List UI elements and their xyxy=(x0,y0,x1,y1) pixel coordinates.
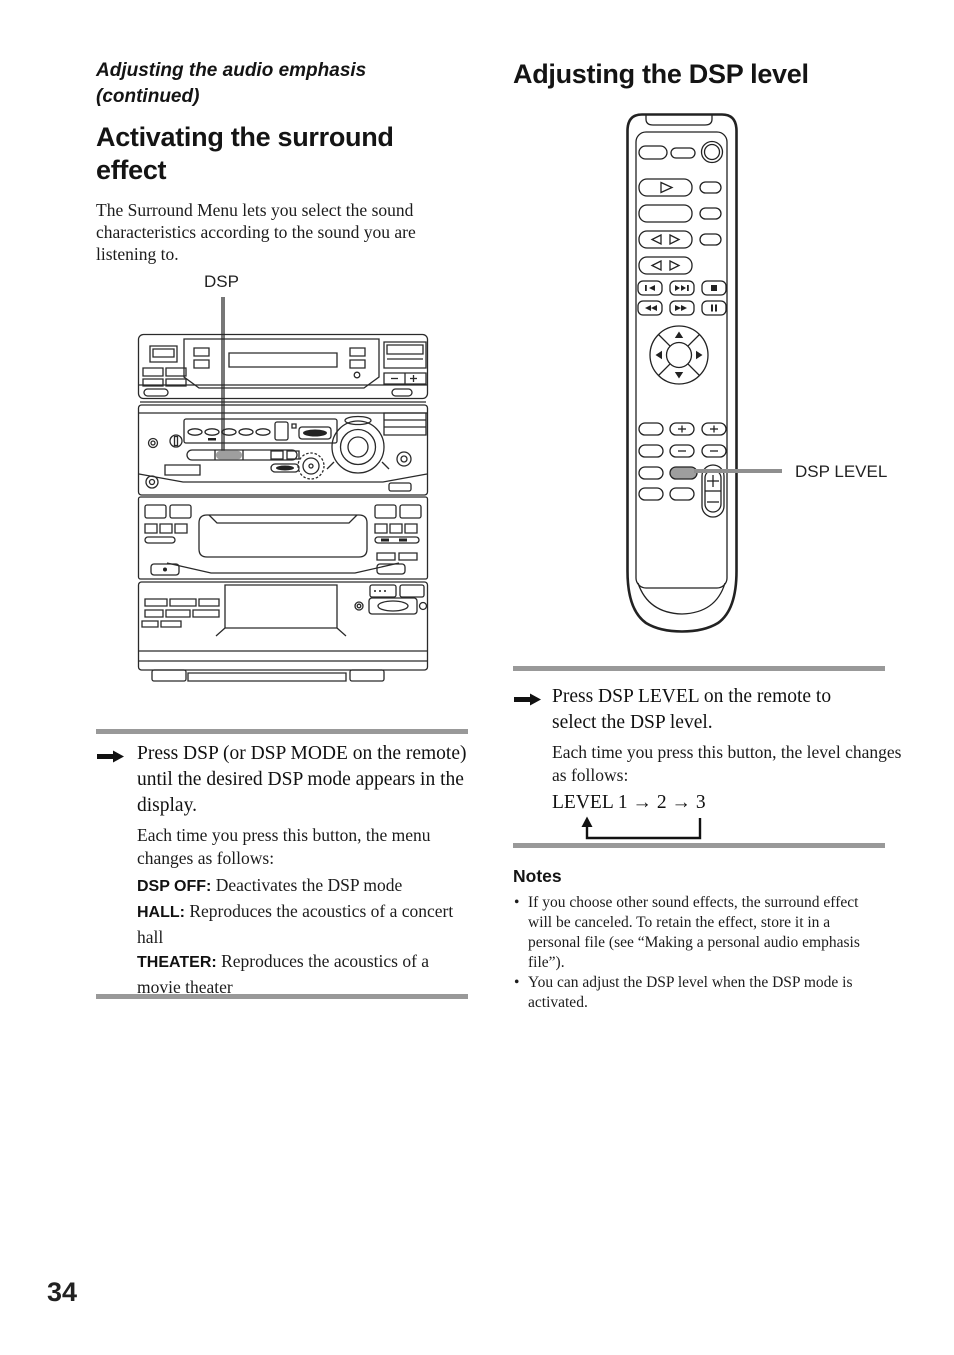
dsp-level-button xyxy=(670,467,697,479)
dpad-left-icon xyxy=(655,350,662,360)
dsp-level-callout-label: DSP LEVEL xyxy=(795,462,888,481)
volume-knob xyxy=(332,421,384,473)
tuning-button xyxy=(639,257,692,274)
right-step-instruction: Press DSP LEVEL on the remote to select … xyxy=(552,686,832,733)
dsp-level-callout-line xyxy=(694,469,782,473)
left-step: Press DSP (or DSP MODE on the remote) un… xyxy=(96,741,468,999)
cassette-door xyxy=(199,515,367,557)
remote-button xyxy=(700,234,721,245)
minus-button xyxy=(670,445,694,457)
mode-hall-desc: Reproduces the acoustics of a concert ha… xyxy=(137,901,454,947)
remote-panel xyxy=(636,132,727,588)
note-item: You can adjust the DSP level when the DS… xyxy=(513,973,881,1013)
tuning-button xyxy=(639,231,692,248)
pause-button xyxy=(702,301,726,315)
stop-button xyxy=(702,281,726,295)
plus-button xyxy=(670,423,694,435)
next-icon xyxy=(675,285,686,291)
power-button xyxy=(702,142,723,163)
left-right-icon xyxy=(652,235,679,244)
deck2-outline xyxy=(139,405,428,495)
page-number: 34 xyxy=(47,1277,78,1307)
continued-header: Adjusting the audio emphasis (continued) xyxy=(96,58,436,110)
dpad-center xyxy=(667,343,692,368)
remote-control-illustration xyxy=(626,113,738,633)
left-rule-top xyxy=(96,729,468,734)
plus-button xyxy=(702,423,726,435)
right-rule-bottom xyxy=(513,843,885,848)
left-right-icon xyxy=(652,261,679,270)
right-step-detail: Each time you press this button, the lev… xyxy=(552,742,902,785)
step-right-arrow-icon xyxy=(97,750,124,763)
dpad-down-icon xyxy=(674,372,684,379)
dsp-button xyxy=(216,450,242,460)
fast-forward-icon xyxy=(675,305,687,311)
deck4-outline xyxy=(139,582,428,670)
dsp-callout-line xyxy=(221,297,225,456)
stereo-system-illustration xyxy=(137,333,429,683)
left-intro: The Surround Menu lets you select the so… xyxy=(96,200,416,264)
main-display xyxy=(229,353,337,367)
prev-button xyxy=(638,281,662,295)
right-rule-top xyxy=(513,666,885,671)
note-item: If you choose other sound effects, the s… xyxy=(513,893,881,973)
remote-button xyxy=(639,488,663,500)
remote-button xyxy=(671,148,695,158)
mode-dsp-off: DSP OFF: Deactivates the DSP mode xyxy=(137,873,471,899)
mode-theater-label: THEATER: xyxy=(137,954,217,971)
remote-button xyxy=(700,208,721,219)
mode-hall-label: HALL: xyxy=(137,904,185,921)
remote-button xyxy=(639,205,692,222)
remote-button xyxy=(639,467,663,479)
right-step: Press DSP LEVEL on the remote to select … xyxy=(513,684,901,842)
deck3-outline xyxy=(139,497,428,579)
level-sequence: LEVEL 1 → 2 → 3 xyxy=(552,792,706,813)
notes-list: If you choose other sound effects, the s… xyxy=(513,893,881,1013)
remote-button xyxy=(639,445,663,457)
remote-button xyxy=(670,488,694,500)
next-button xyxy=(670,281,694,295)
mode-theater-desc: Reproduces the acoustics of a movie thea… xyxy=(137,951,430,997)
left-step-detail: Each time you press this button, the men… xyxy=(137,825,431,868)
minus-button xyxy=(702,445,726,457)
remote-button xyxy=(639,146,667,159)
prev-icon xyxy=(649,285,655,291)
dsp-callout-label: DSP xyxy=(204,272,239,291)
remote-outline xyxy=(628,115,737,632)
mode-hall: HALL: Reproduces the acoustics of a conc… xyxy=(137,899,471,949)
dpad-up-icon xyxy=(674,331,684,338)
dpad-right-icon xyxy=(696,350,703,360)
stop-icon xyxy=(711,285,717,291)
ir-window xyxy=(646,115,712,125)
right-section-title: Adjusting the DSP level xyxy=(513,59,809,89)
rewind-button xyxy=(638,301,662,315)
notes-title: Notes xyxy=(513,866,562,886)
fast-forward-button xyxy=(670,301,694,315)
continued-header-line2: (continued) xyxy=(96,86,200,107)
mode-dsp-off-desc: Deactivates the DSP mode xyxy=(215,875,403,895)
rewind-icon xyxy=(645,305,657,311)
left-step-instruction: Press DSP (or DSP MODE on the remote) un… xyxy=(137,743,467,816)
left-rule-bottom xyxy=(96,994,468,999)
remote-button xyxy=(639,423,663,435)
play-icon xyxy=(661,183,672,193)
mode-theater: THEATER: Reproduces the acoustics of a m… xyxy=(137,949,471,999)
dpad-outline xyxy=(650,326,708,384)
mode-dsp-off-label: DSP OFF: xyxy=(137,878,212,895)
volume-rocker xyxy=(702,465,724,517)
remote-button xyxy=(700,182,721,193)
continued-header-line1: Adjusting the audio emphasis xyxy=(96,60,367,81)
play-button xyxy=(639,179,692,196)
loop-back-arrow-icon xyxy=(581,816,702,840)
left-section-title: Activating the surround effect xyxy=(96,122,394,185)
step-right-arrow-icon xyxy=(514,693,541,706)
deck1-outline xyxy=(139,335,428,399)
